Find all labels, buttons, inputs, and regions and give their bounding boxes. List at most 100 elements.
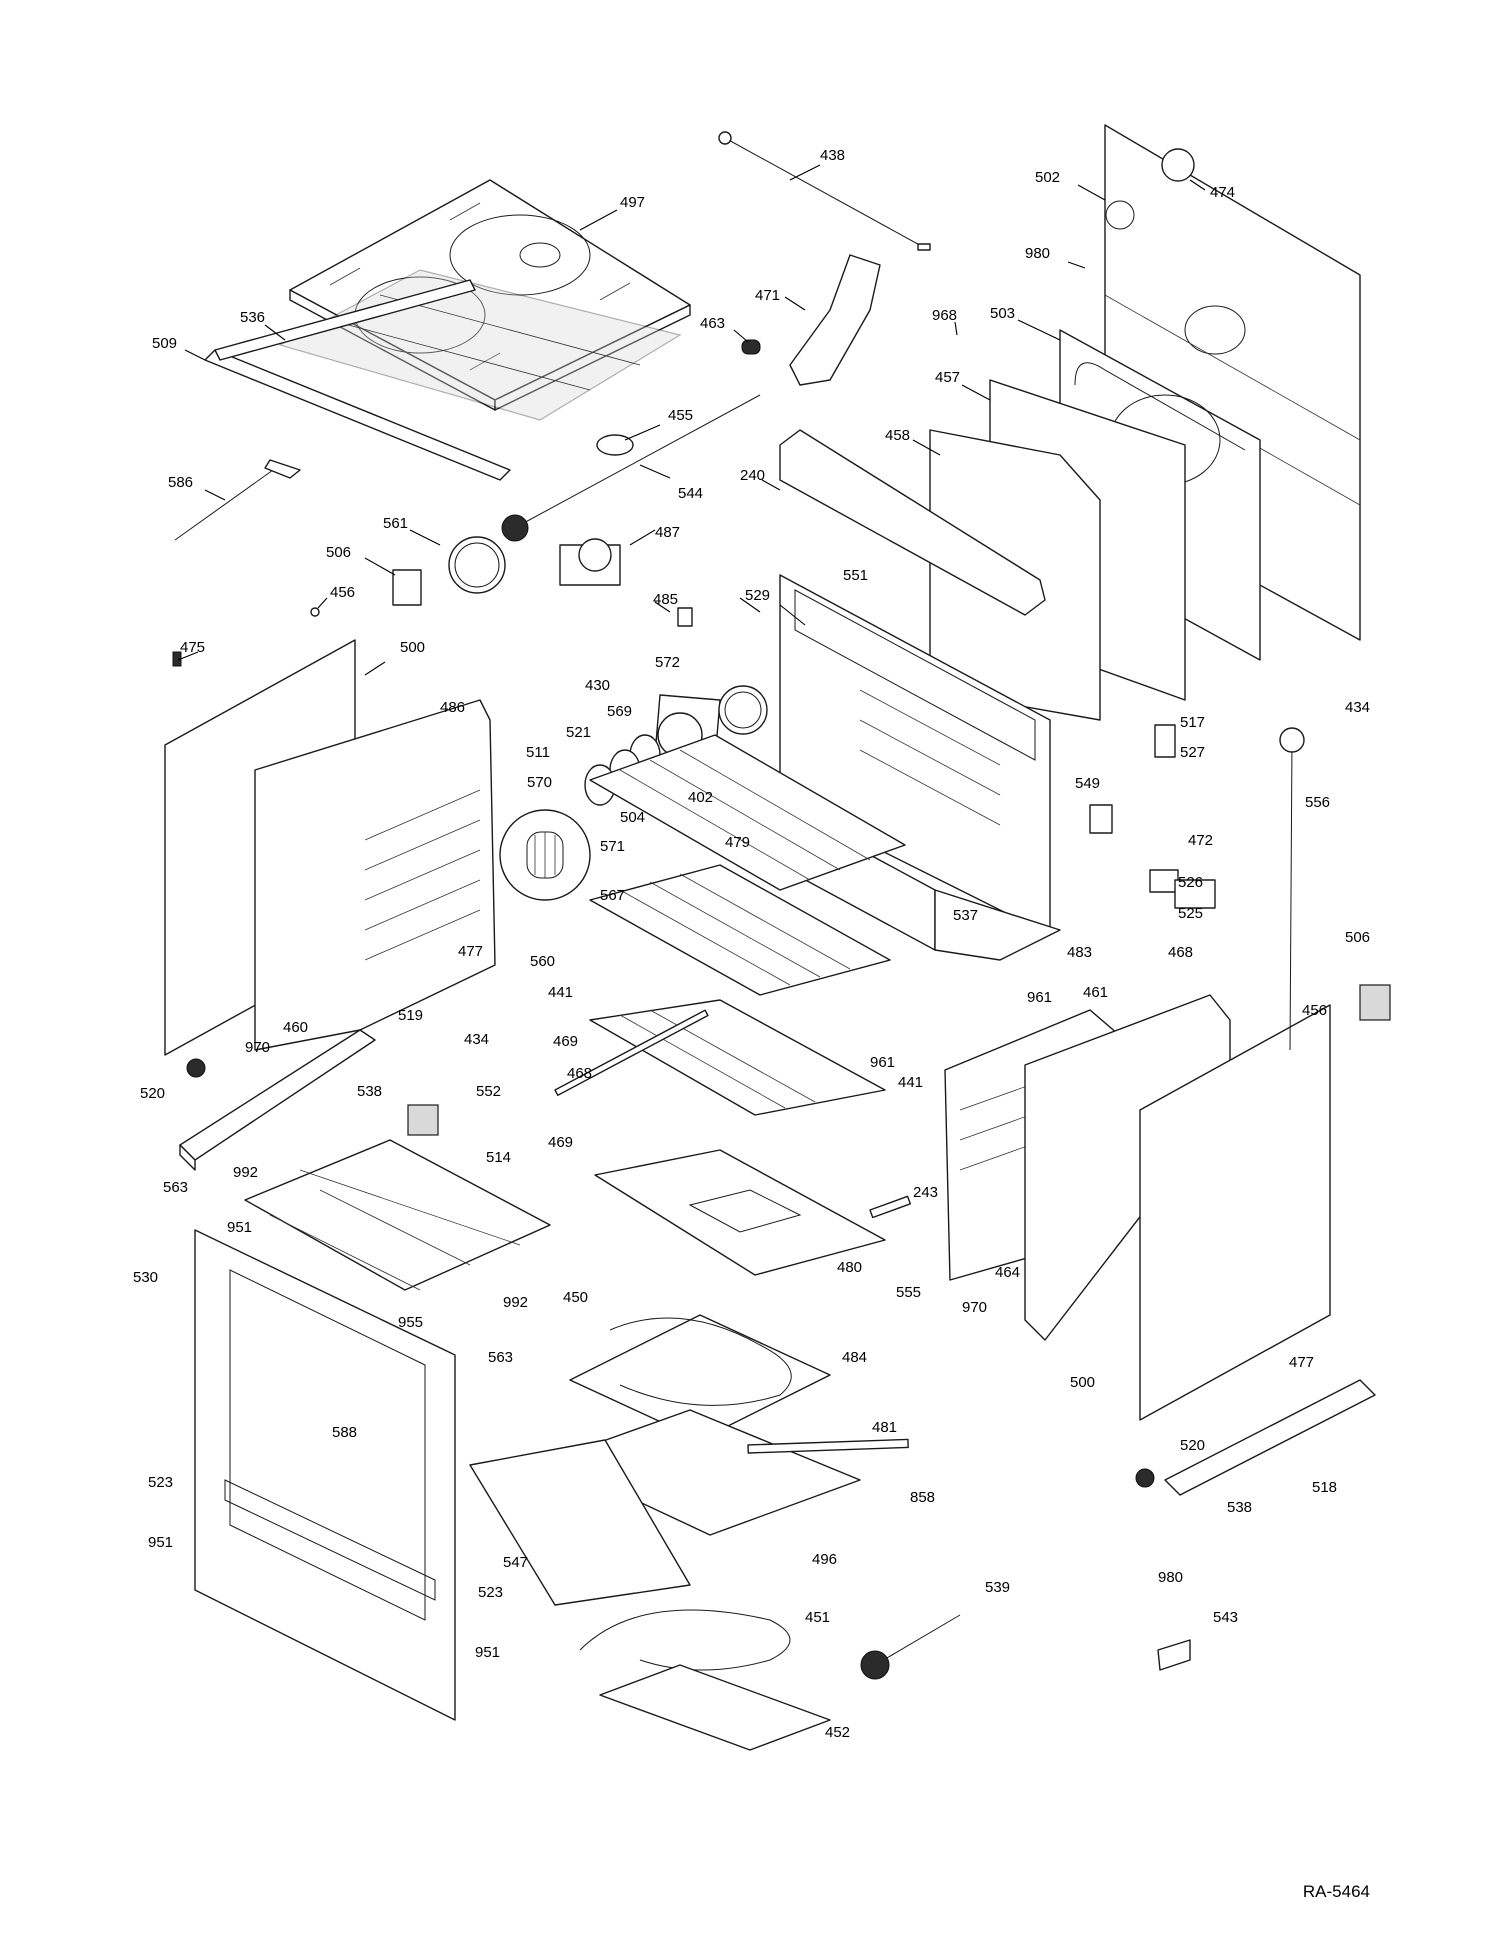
callout: 518 bbox=[1312, 1479, 1337, 1496]
callout: 980 bbox=[1025, 245, 1050, 262]
callout: 504 bbox=[620, 809, 645, 826]
lower-rack bbox=[589, 999, 886, 1116]
callout: 547 bbox=[503, 1554, 528, 1571]
middle-rack bbox=[589, 864, 891, 996]
callout: 457 bbox=[935, 369, 960, 386]
callout: 517 bbox=[1180, 714, 1205, 731]
callout: 480 bbox=[837, 1259, 862, 1276]
callout: 509 bbox=[152, 335, 177, 352]
callout: 460 bbox=[283, 1019, 308, 1036]
callout: 563 bbox=[163, 1179, 188, 1196]
callout: 569 bbox=[607, 703, 632, 720]
broil-element bbox=[579, 1609, 791, 1671]
callout: 477 bbox=[1289, 1354, 1314, 1371]
callout: 461 bbox=[1083, 984, 1108, 1001]
callout: 955 bbox=[398, 1314, 423, 1331]
callout: 506 bbox=[326, 544, 351, 561]
callout: 519 bbox=[398, 1007, 423, 1024]
callout: 434 bbox=[1345, 699, 1370, 716]
callout: 560 bbox=[530, 953, 555, 970]
callout: 951 bbox=[148, 1534, 173, 1551]
callout: 471 bbox=[755, 287, 780, 304]
callout: 483 bbox=[1067, 944, 1092, 961]
callout: 472 bbox=[1188, 832, 1213, 849]
callout: 523 bbox=[478, 1584, 503, 1601]
bake-element bbox=[569, 1314, 831, 1441]
front-frame bbox=[194, 1229, 456, 1721]
ring-gasket bbox=[448, 536, 506, 594]
callout: 951 bbox=[475, 1644, 500, 1661]
leveler-left bbox=[186, 1058, 206, 1078]
vent-duct bbox=[789, 254, 881, 386]
callout: 506 bbox=[1345, 929, 1370, 946]
callout: 992 bbox=[503, 1294, 528, 1311]
callout: 468 bbox=[567, 1065, 592, 1082]
callout: 451 bbox=[805, 1609, 830, 1626]
rod bbox=[747, 1438, 909, 1454]
callout: 455 bbox=[668, 407, 693, 424]
callout: 240 bbox=[740, 467, 765, 484]
bracket bbox=[677, 607, 693, 627]
callout: 496 bbox=[812, 1551, 837, 1568]
leveler-right bbox=[1135, 1468, 1155, 1488]
callout: 951 bbox=[227, 1219, 252, 1236]
grommet bbox=[596, 434, 634, 456]
callout: 526 bbox=[1178, 874, 1203, 891]
drawer-frame bbox=[244, 1139, 551, 1291]
callout: 543 bbox=[1213, 1609, 1238, 1626]
callout: 479 bbox=[725, 834, 750, 851]
callout: 525 bbox=[1178, 905, 1203, 922]
callout: 468 bbox=[1168, 944, 1193, 961]
left-rack-support bbox=[254, 699, 496, 1051]
diagram-code: RA-5464 bbox=[1302, 1882, 1370, 1901]
callout: 469 bbox=[553, 1033, 578, 1050]
callout: 463 bbox=[700, 315, 725, 332]
callout: 500 bbox=[400, 639, 425, 656]
callout: 556 bbox=[1305, 794, 1330, 811]
callout: 555 bbox=[896, 1284, 921, 1301]
callout: 561 bbox=[383, 515, 408, 532]
right-bottom-rail bbox=[1164, 1379, 1376, 1496]
callout: 537 bbox=[953, 907, 978, 924]
callout: 529 bbox=[745, 587, 770, 604]
callout: 520 bbox=[140, 1085, 165, 1102]
callout-labels: 438 474 497 502 980 471 968 463 503 536 … bbox=[133, 147, 1370, 1741]
callout: 536 bbox=[240, 309, 265, 326]
rack-slide bbox=[554, 1009, 709, 1096]
block bbox=[392, 569, 422, 606]
callout: 402 bbox=[688, 789, 713, 806]
oven-bottom bbox=[594, 1149, 886, 1276]
callout: 539 bbox=[985, 1579, 1010, 1596]
callout: 520 bbox=[1180, 1437, 1205, 1454]
fan-cover bbox=[499, 809, 591, 901]
leader-lines bbox=[177, 164, 1206, 676]
callout: 992 bbox=[233, 1164, 258, 1181]
callout: 511 bbox=[526, 744, 550, 761]
callout: 475 bbox=[180, 639, 205, 656]
callout: 961 bbox=[1027, 989, 1052, 1006]
round-grommet bbox=[1161, 148, 1195, 182]
front-trim bbox=[204, 279, 511, 481]
small-bracket bbox=[1157, 1639, 1191, 1671]
callout: 243 bbox=[913, 1184, 938, 1201]
callout: 481 bbox=[872, 1419, 897, 1436]
callout: 514 bbox=[486, 1149, 511, 1166]
lower-panel bbox=[469, 1439, 691, 1606]
callout: 500 bbox=[1070, 1374, 1095, 1391]
callout: 570 bbox=[527, 774, 552, 791]
callout: 438 bbox=[820, 147, 845, 164]
callout: 586 bbox=[168, 474, 193, 491]
callout: 441 bbox=[898, 1074, 923, 1091]
callout: 563 bbox=[488, 1349, 513, 1366]
callout: 968 bbox=[932, 307, 957, 324]
shaft bbox=[501, 394, 761, 542]
lock-motor bbox=[559, 538, 621, 586]
element-cover bbox=[549, 1409, 861, 1536]
callout: 464 bbox=[995, 1264, 1020, 1281]
callout: 538 bbox=[1227, 1499, 1252, 1516]
callout: 456 bbox=[330, 584, 355, 601]
callout: 521 bbox=[566, 724, 591, 741]
callout: 970 bbox=[962, 1299, 987, 1316]
callout: 572 bbox=[655, 654, 680, 671]
